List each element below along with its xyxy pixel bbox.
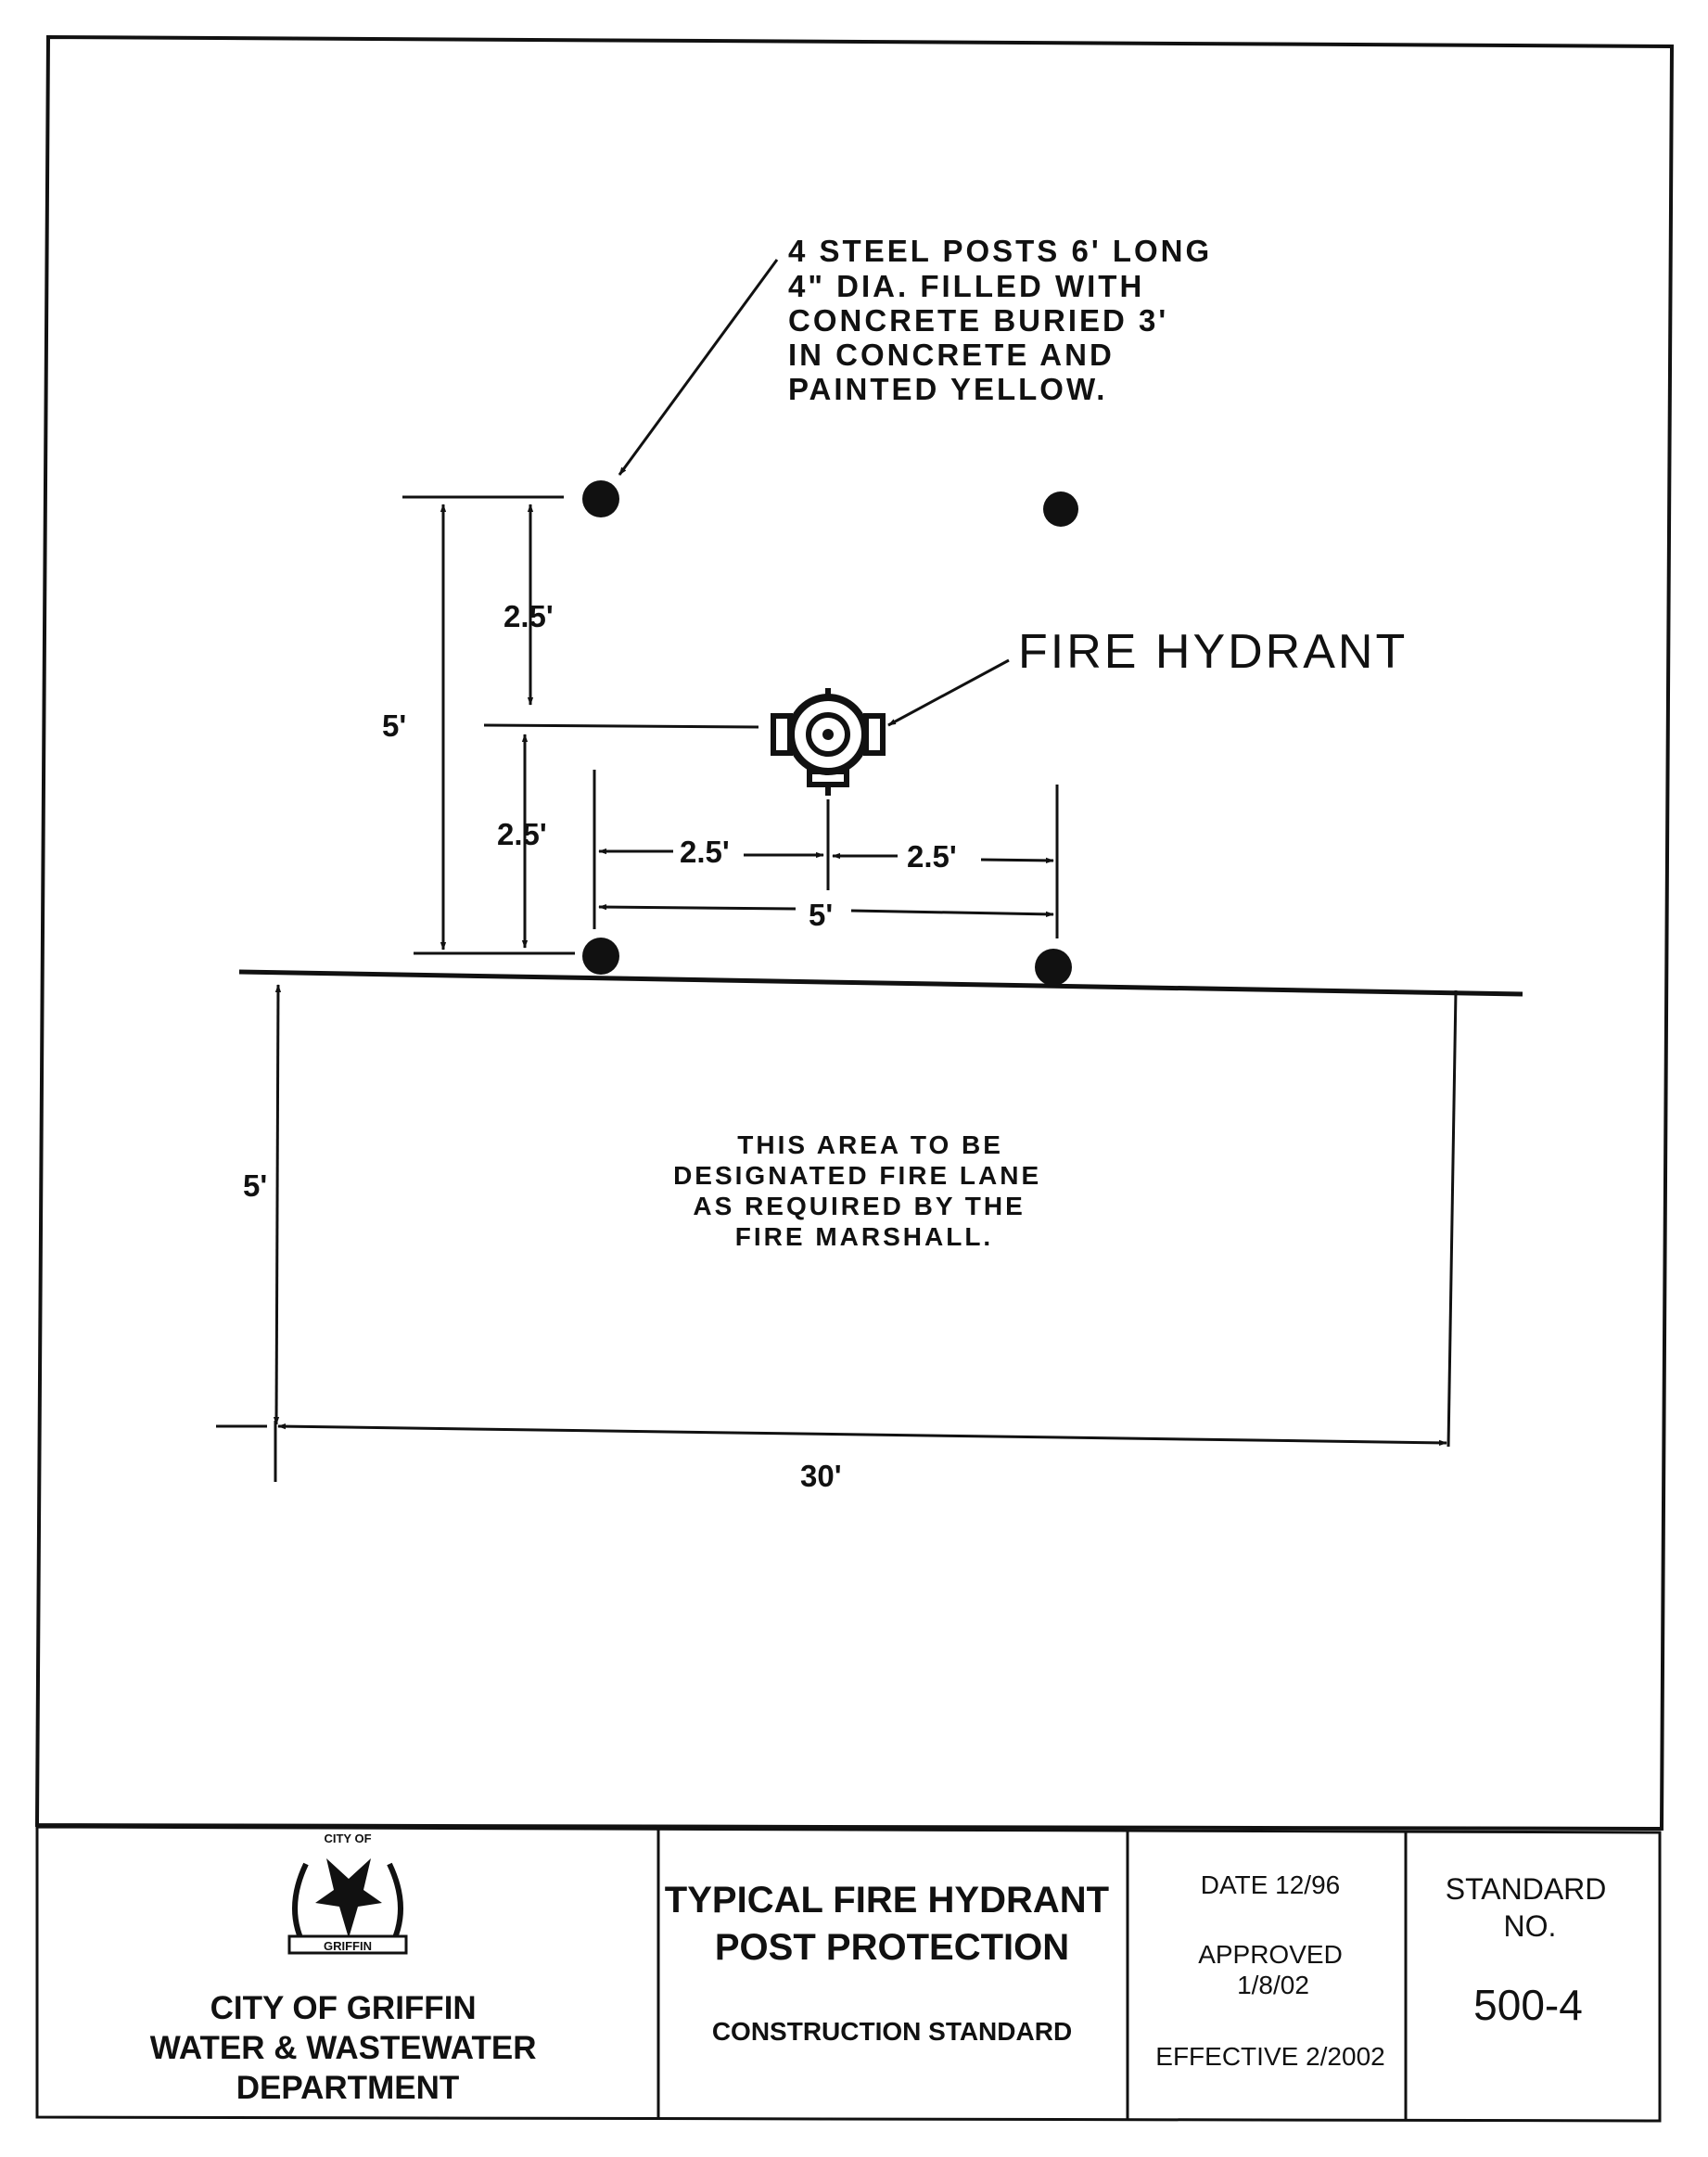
steel-post-bottom-left (582, 938, 619, 975)
post-note-leader (618, 259, 779, 476)
org-name: CITY OF GRIFFIN WATER & WASTEWATER DEPAR… (150, 1990, 545, 2106)
dim-upper-half-bottom: 2.5' (497, 817, 547, 851)
drawing-border (34, 34, 1675, 1832)
title-block (35, 1825, 1662, 2123)
approved-date: 1/8/02 (1237, 1971, 1309, 1999)
svg-text:CITY OF: CITY OF (324, 1832, 371, 1845)
dim-lane-length: 30' (800, 1459, 842, 1493)
drawing-subtitle: CONSTRUCTION STANDARD (712, 2017, 1072, 2046)
dim-upper-half-top: 2.5' (503, 599, 554, 633)
date-text: DATE 12/96 (1201, 1870, 1340, 1899)
extension-lines (216, 495, 1458, 1482)
standard-label: STANDARD NO. (1446, 1872, 1615, 1943)
dim-left-half: 2.5' (680, 835, 730, 869)
approved-label: APPROVED (1198, 1940, 1343, 1969)
fire-lane-note: THIS AREA TO BE DESIGNATED FIRE LANE AS … (673, 1130, 1052, 1251)
standard-number: 500-4 (1473, 1981, 1583, 2029)
steel-post-top-right (1043, 491, 1078, 527)
dimension-lines (273, 504, 1447, 1447)
post-note: 4 STEEL POSTS 6' LONG 4" DIA. FILLED WIT… (788, 234, 1223, 406)
dim-lane-depth: 5' (243, 1168, 267, 1203)
steel-post-bottom-right (1035, 949, 1072, 986)
hydrant-label: FIRE HYDRANT (1018, 625, 1408, 679)
fire-hydrant-icon (771, 688, 886, 796)
city-seal-logo: GRIFFIN CITY OF (287, 1832, 408, 1955)
dim-right-half: 2.5' (907, 839, 957, 874)
steel-post-top-left (582, 480, 619, 517)
dim-post-span: 5' (809, 898, 833, 932)
lane-top-line (238, 969, 1523, 997)
hydrant-leader (887, 658, 1010, 727)
effective-date: EFFECTIVE 2/2002 (1155, 2042, 1384, 2071)
dim-upper-total: 5' (382, 708, 406, 743)
svg-text:GRIFFIN: GRIFFIN (324, 1939, 372, 1953)
drawing-title: TYPICAL FIRE HYDRANT POST PROTECTION (665, 1880, 1119, 1968)
